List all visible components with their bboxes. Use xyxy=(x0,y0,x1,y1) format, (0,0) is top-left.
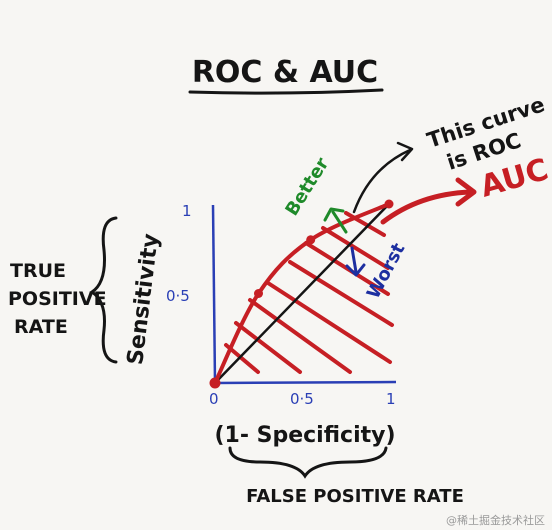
better-arrow-head xyxy=(323,207,345,222)
auc-arrow xyxy=(380,189,473,225)
x-tick-label-0-5: 0·5 xyxy=(290,390,314,408)
auc-arrow-head xyxy=(455,177,477,207)
false-positive-rate-label: FALSE POSITIVE RATE xyxy=(246,486,464,507)
auc-hatching xyxy=(224,211,394,374)
tpr-label-line-2: POSITIVE xyxy=(8,288,107,310)
tpr-label-line-1: TRUE xyxy=(10,260,66,282)
roc-point xyxy=(209,377,221,389)
y-axis xyxy=(211,204,217,384)
better-arrow xyxy=(331,210,348,234)
better-label: Better xyxy=(281,154,333,220)
tpr-brace xyxy=(89,216,118,364)
y-tick-label-1: 1 xyxy=(182,202,192,220)
curve-note-arrow xyxy=(352,148,412,214)
roc-curve xyxy=(213,202,391,385)
specificity-label: (1- Specificity) xyxy=(214,423,395,448)
worst-label: Worst xyxy=(363,239,410,302)
specificity-brace xyxy=(228,446,388,479)
roc-point xyxy=(306,235,316,245)
tpr-label-line-3: RATE xyxy=(14,316,68,338)
chart-series xyxy=(209,199,394,389)
title-underline xyxy=(188,88,384,95)
diagonal-line xyxy=(214,203,390,384)
roc-point xyxy=(384,199,394,209)
sensitivity-label: Sensitivity xyxy=(123,232,164,366)
roc-point xyxy=(254,289,263,298)
page-title: ROC & AUC xyxy=(192,55,378,90)
x-axis xyxy=(214,380,397,385)
watermark: @稀土掘金技术社区 xyxy=(446,513,545,527)
y-tick-label-0-5: 0·5 xyxy=(166,287,190,305)
curve-note-arrow-head xyxy=(396,141,414,162)
x-tick-label-1: 1 xyxy=(386,390,396,408)
worst-arrow-head xyxy=(345,263,366,277)
worst-arrow xyxy=(350,246,358,274)
x-tick-label-0: 0 xyxy=(209,390,219,408)
